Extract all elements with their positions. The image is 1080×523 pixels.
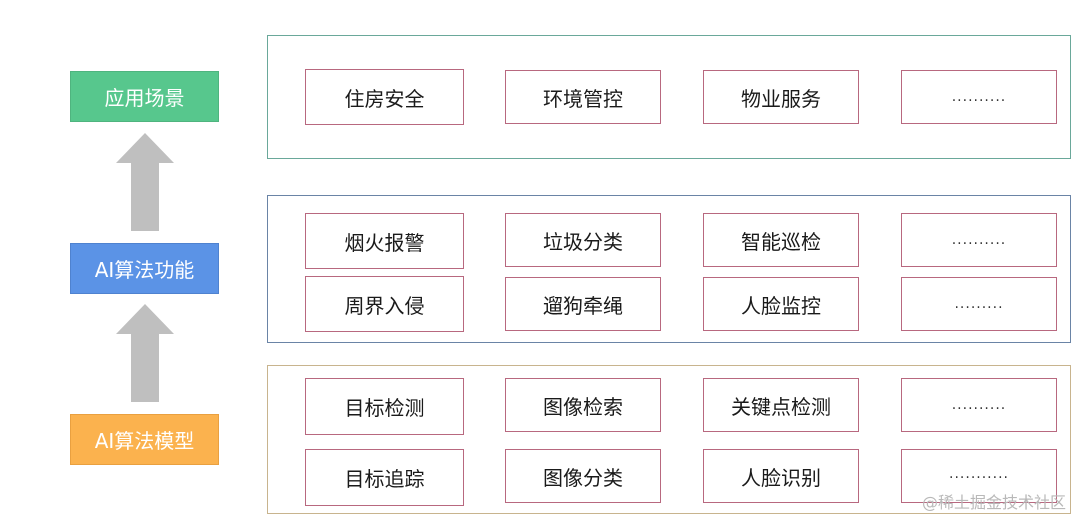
function-item-more: .......... xyxy=(901,213,1057,267)
model-item: 图像检索 xyxy=(505,378,661,432)
model-item: 关键点检测 xyxy=(703,378,859,432)
function-layer-container: 烟火报警 垃圾分类 智能巡检 .......... 周界入侵 遛狗牵绳 人脸监控… xyxy=(267,195,1071,343)
function-item-more: ......... xyxy=(901,277,1057,331)
model-layer-label: AI算法模型 xyxy=(70,414,219,465)
model-item-more: .......... xyxy=(901,378,1057,432)
scene-item-more: .......... xyxy=(901,70,1057,124)
function-item: 垃圾分类 xyxy=(505,213,661,267)
scene-item: 环境管控 xyxy=(505,70,661,124)
model-item: 图像分类 xyxy=(505,449,661,503)
arrow-up-icon xyxy=(116,304,174,402)
function-item: 人脸监控 xyxy=(703,277,859,331)
model-item-more: ........... xyxy=(901,449,1057,503)
model-item: 目标检测 xyxy=(305,378,464,435)
scene-layer-container: 住房安全 环境管控 物业服务 .......... xyxy=(267,35,1071,159)
watermark: @稀土掘金技术社区 xyxy=(921,493,1066,512)
model-item: 目标追踪 xyxy=(305,449,464,506)
function-item: 周界入侵 xyxy=(305,276,464,332)
scene-layer-label: 应用场景 xyxy=(70,71,219,122)
scene-item: 物业服务 xyxy=(703,70,859,124)
function-item: 智能巡检 xyxy=(703,213,859,267)
function-layer-label: AI算法功能 xyxy=(70,243,219,294)
function-item: 遛狗牵绳 xyxy=(505,277,661,331)
scene-item: 住房安全 xyxy=(305,69,464,125)
model-layer-container: 目标检测 图像检索 关键点检测 .......... 目标追踪 图像分类 人脸识… xyxy=(267,365,1071,514)
arrow-up-icon xyxy=(116,133,174,231)
model-item: 人脸识别 xyxy=(703,449,859,503)
function-item: 烟火报警 xyxy=(305,213,464,269)
